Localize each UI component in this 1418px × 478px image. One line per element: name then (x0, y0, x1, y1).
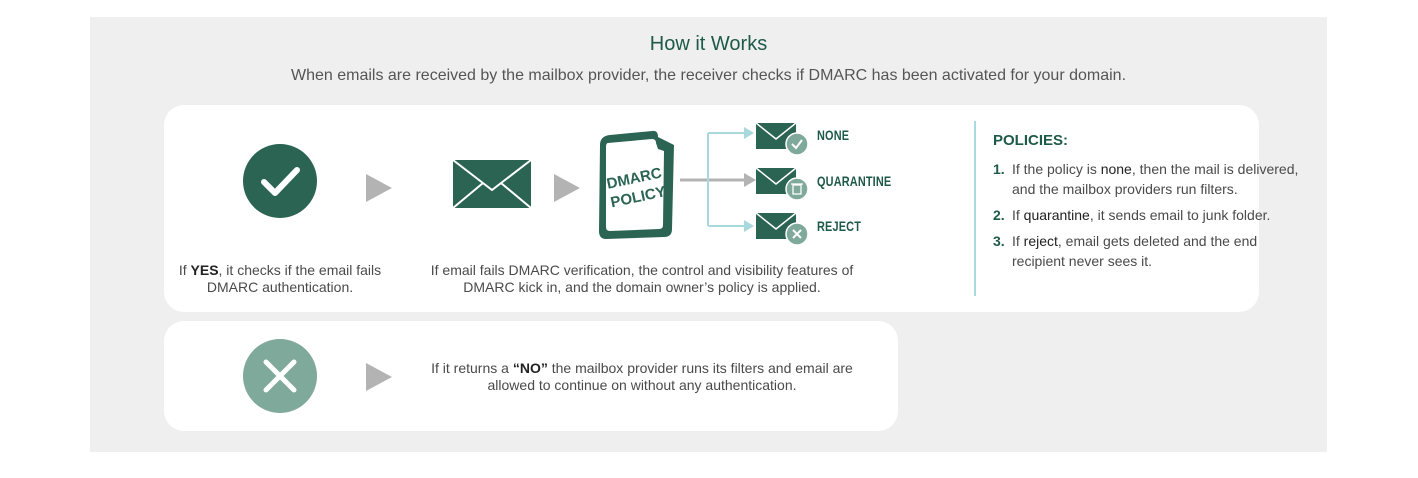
envelope-icon (452, 159, 532, 209)
policies-divider (974, 121, 976, 296)
no-caption: If it returns a “NO” the mailbox provide… (431, 360, 853, 393)
none-envelope-icon (755, 122, 809, 156)
yes-path-card: If YES, it checks if the email fails DMA… (164, 105, 1298, 312)
dmarc-policy-document-icon: DMARC POLICY (599, 130, 674, 239)
policies-title: POLICIES: (993, 132, 1069, 149)
outcome-quarantine-label: QUARANTINE (817, 173, 892, 189)
how-it-works-panel: How it Works When emails are received by… (90, 17, 1327, 452)
flow-arrow-3 (366, 363, 392, 391)
x-circle-icon (243, 339, 317, 413)
flow-arrow-1 (366, 174, 392, 202)
flow-arrow-2 (554, 174, 580, 202)
outcome-none-label: NONE (817, 127, 850, 143)
policy-item-none: 1.If the policy is none, then the mail i… (993, 161, 1299, 197)
check-circle-icon (243, 144, 317, 218)
yes-caption: If YES, it checks if the email fails DMA… (178, 262, 382, 295)
dmarc-caption: If email fails DMARC verification, the c… (430, 262, 854, 295)
reject-envelope-icon (755, 212, 809, 246)
branch-connector (680, 127, 756, 232)
policies-list: 1.If the policy is none, then the mail i… (993, 159, 1313, 277)
policy-item-quarantine: 2.If quarantine, it sends email to junk … (993, 207, 1271, 223)
policy-item-reject: 3.If reject, email gets deleted and the … (993, 233, 1258, 269)
quarantine-envelope-icon (755, 167, 809, 201)
page-subtitle: When emails are received by the mailbox … (290, 67, 1127, 84)
no-path-card: If it returns a “NO” the mailbox provide… (164, 321, 898, 431)
outcome-reject-label: REJECT (817, 218, 862, 234)
page-title: How it Works (649, 33, 768, 55)
